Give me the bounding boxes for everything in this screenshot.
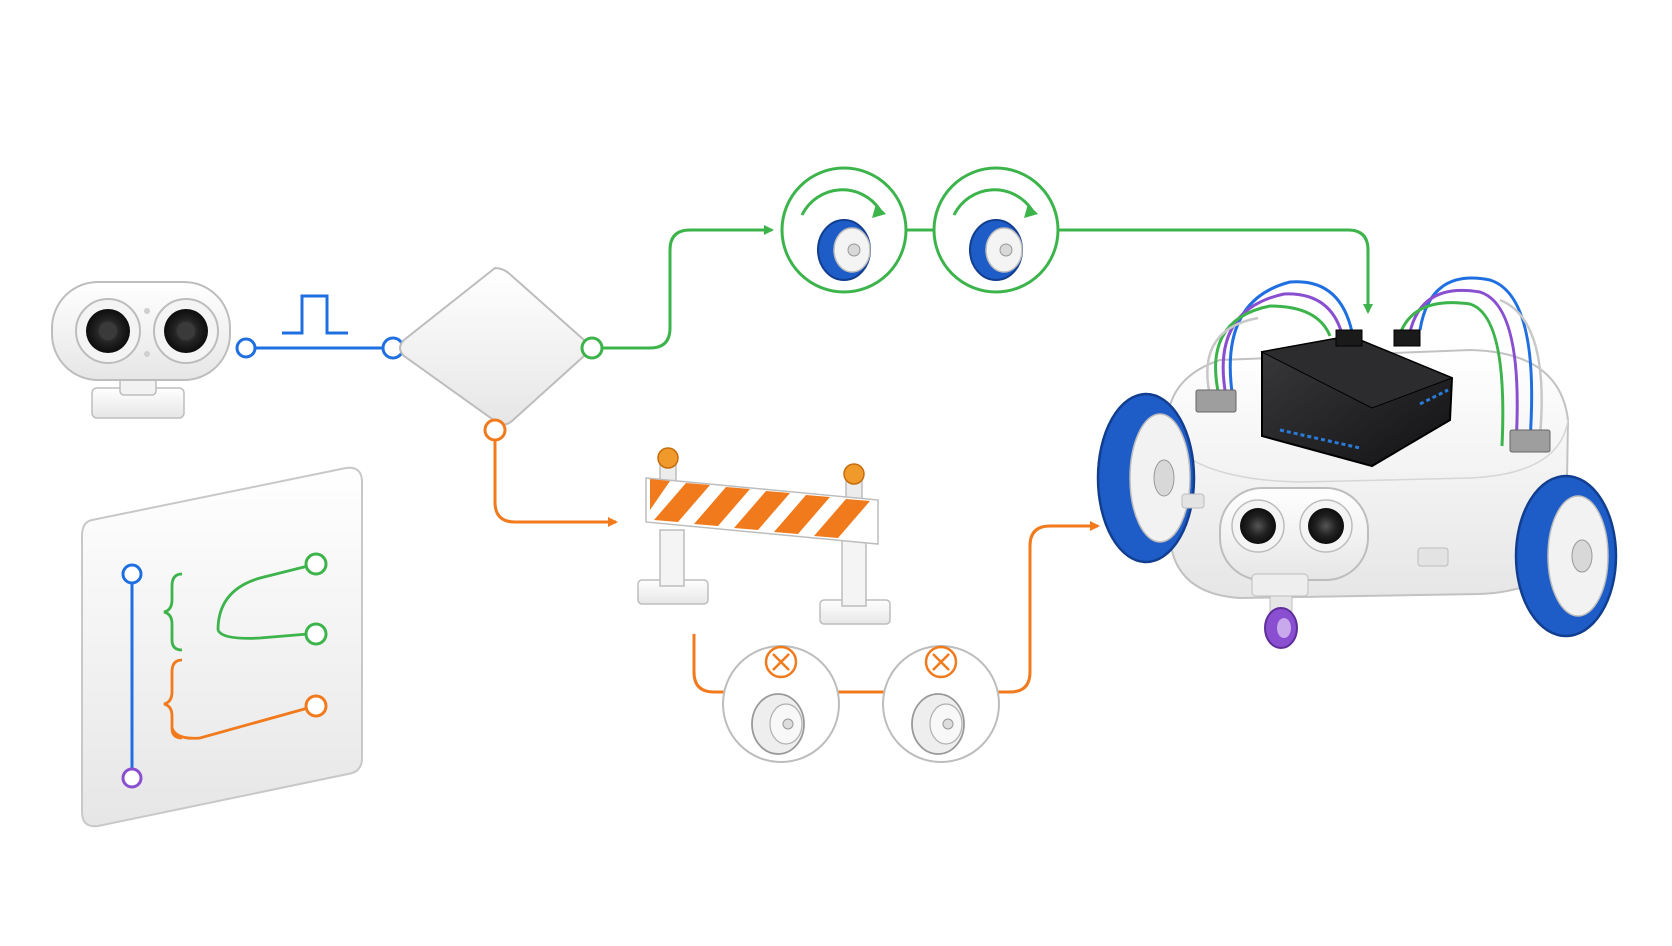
stopped-path-edge (692, 521, 1100, 694)
signal-edge (235, 336, 405, 360)
stopped-wheel-icon (882, 645, 1000, 763)
to-robot-clear-edge (1058, 228, 1373, 314)
square-pulse-icon (282, 294, 348, 335)
rotating-wheel-icon (932, 166, 1060, 294)
obstacle-path-edge (483, 418, 618, 527)
clear-path-edge (580, 225, 774, 360)
ultrasonic-sensor-icon (51, 281, 231, 419)
road-barrier-icon (637, 447, 891, 625)
robot-car-icon (1096, 276, 1618, 649)
if-else-branch-icon (81, 466, 363, 828)
stopped-wheel-icon (722, 645, 840, 763)
rotating-wheel-icon (780, 166, 908, 294)
decision-diamond-icon (399, 266, 589, 426)
